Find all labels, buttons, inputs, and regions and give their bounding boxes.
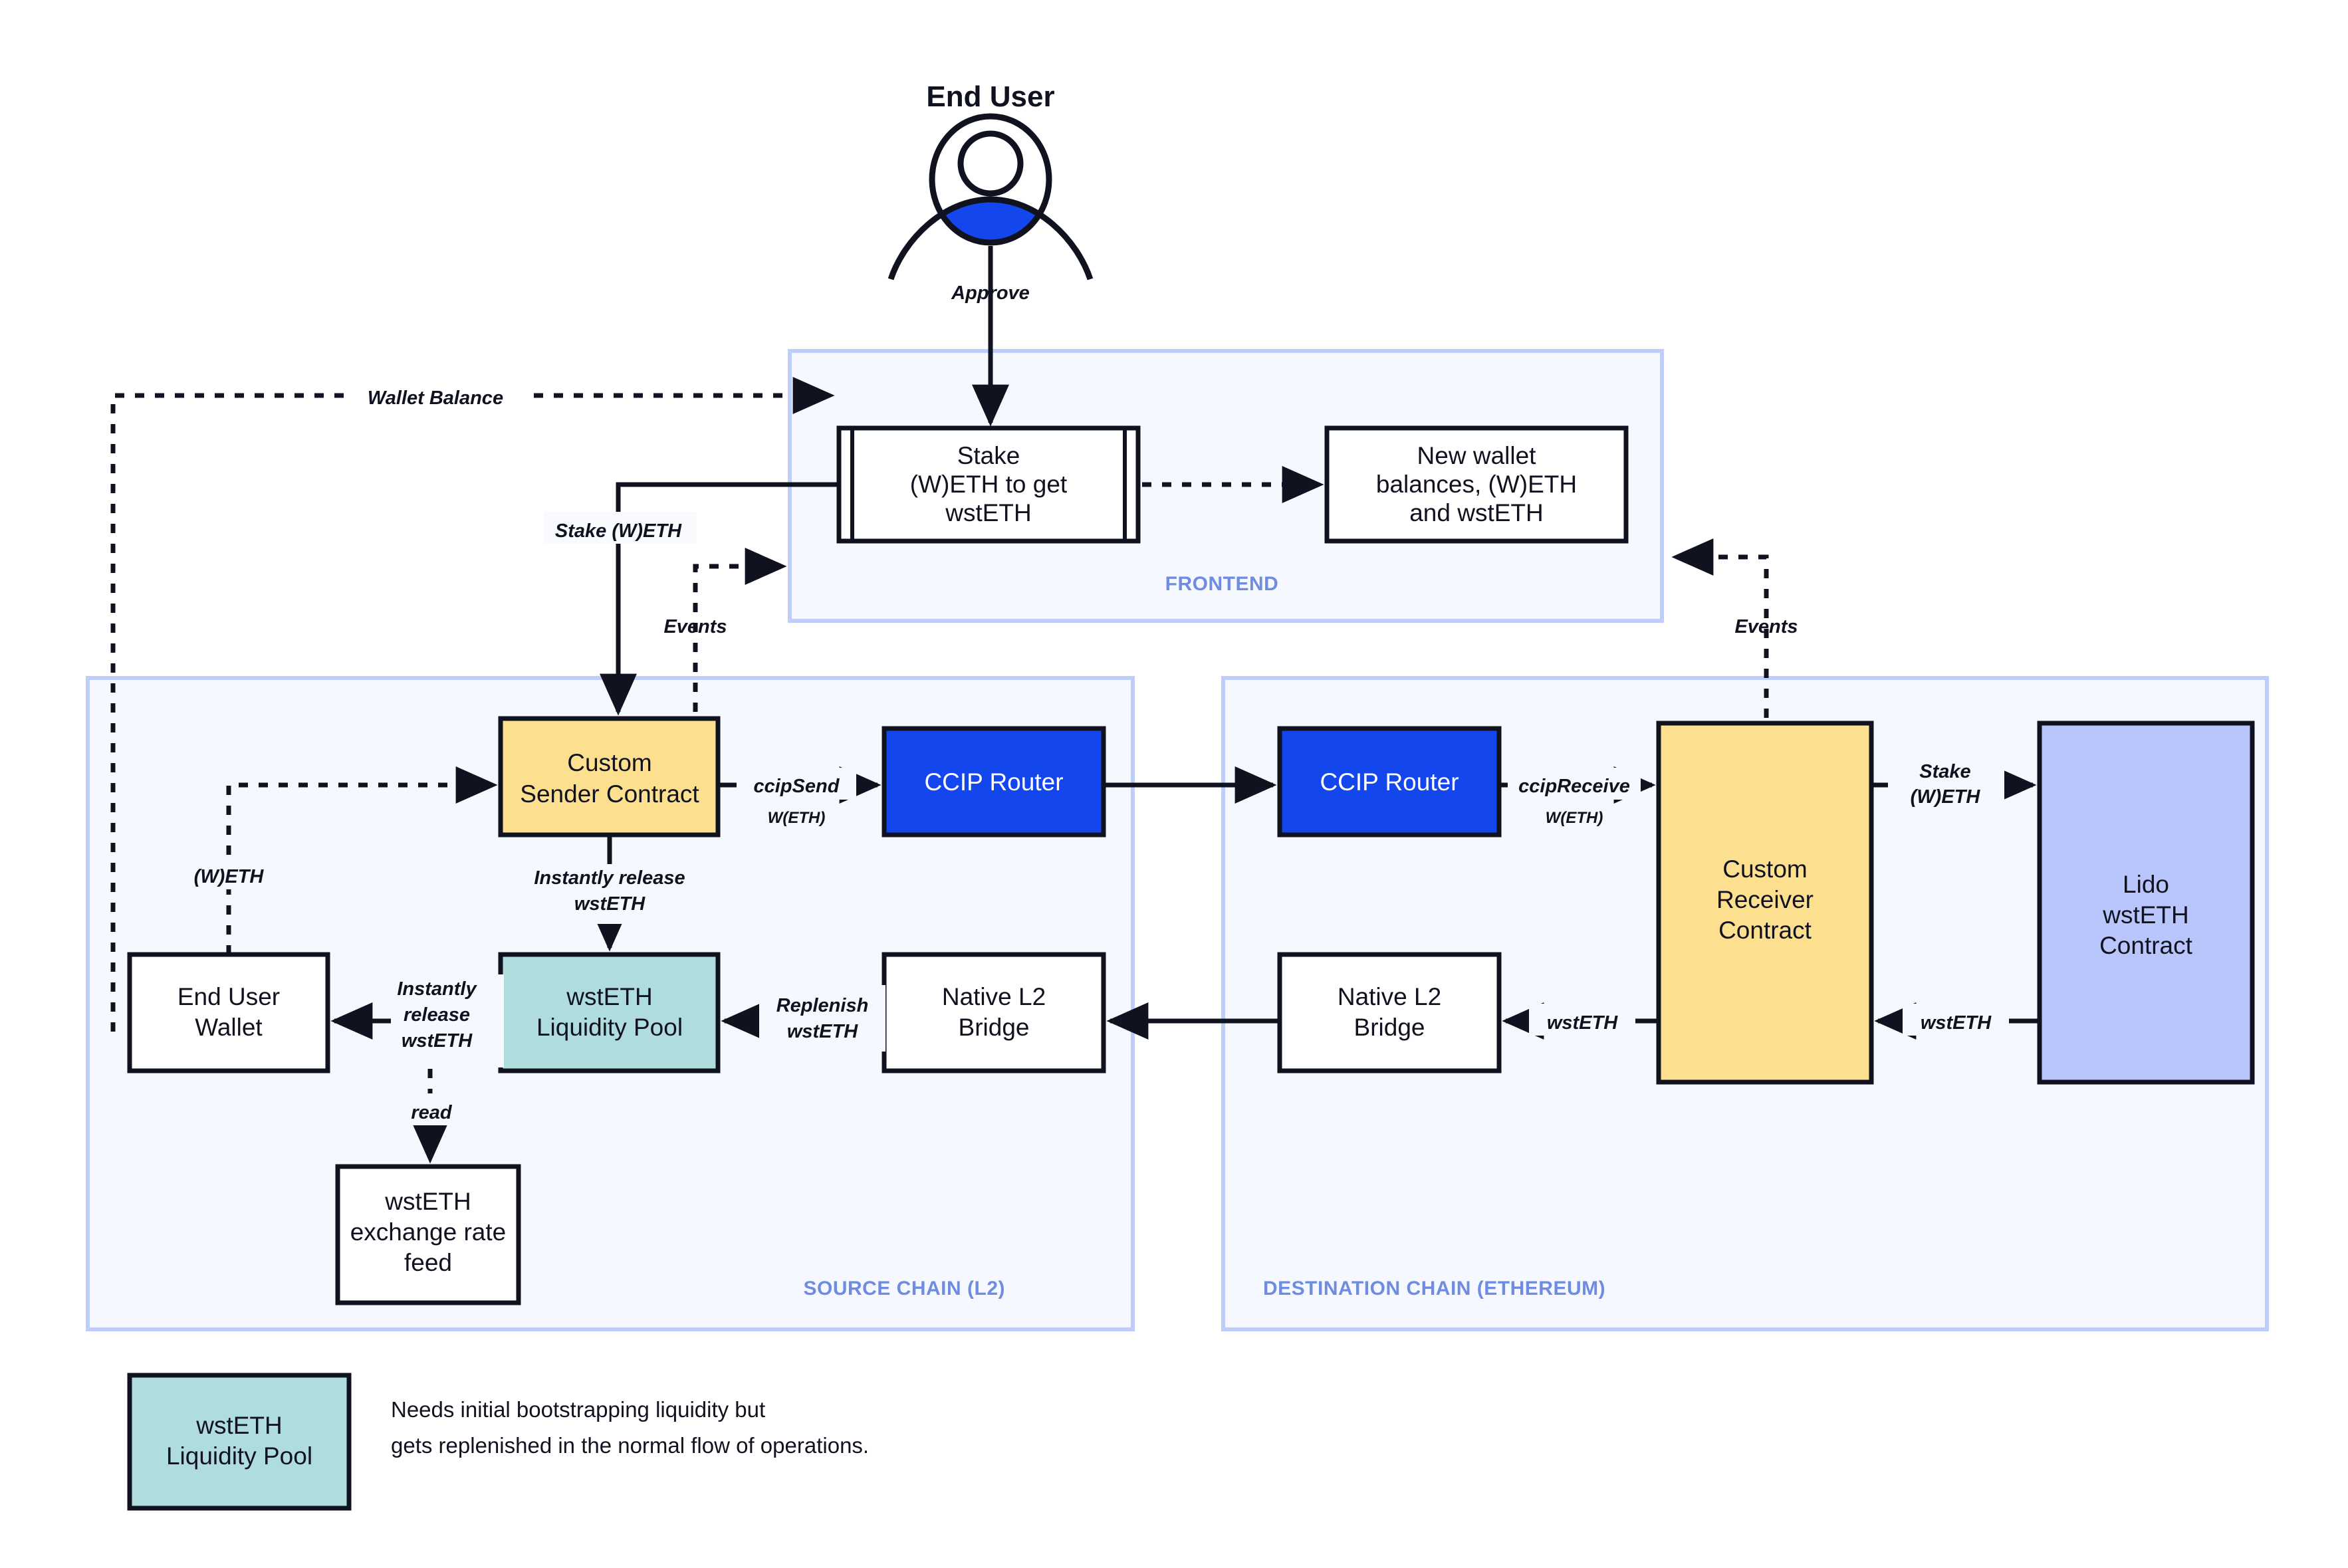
edge-events-right: Events xyxy=(1671,538,1798,718)
node-label: End User xyxy=(177,983,280,1010)
edge-label-instantly-release-2: wstETH xyxy=(574,893,646,915)
edge-label-instantly-release-wallet-3: wstETH xyxy=(402,1030,473,1052)
node-label: New wallet xyxy=(1417,442,1537,469)
node-label: (W)ETH to get xyxy=(910,471,1068,498)
node-label: Custom xyxy=(1722,855,1807,883)
edge-label-ccip-receive: ccipReceive xyxy=(1518,776,1630,797)
edge-wallet-balance: Wallet Balance xyxy=(110,377,835,1032)
node-lido-wsteth-contract[interactable]: Lido wstETH Contract xyxy=(2037,721,2255,1085)
edge-ccip-receive: ccipReceive W(ETH) xyxy=(1499,766,1656,827)
edge-read-rate-feed: read xyxy=(392,1069,471,1164)
node-label: Stake xyxy=(957,442,1020,469)
edge-label-events-left: Events xyxy=(663,616,727,637)
node-label: and wstETH xyxy=(1409,499,1544,526)
node-label: Custom xyxy=(567,749,651,776)
edge-label-ccip-receive-token: W(ETH) xyxy=(1546,809,1603,827)
panel-label-source-chain: SOURCE CHAIN (L2) xyxy=(803,1278,1005,1299)
legend-note-line-1: Needs initial bootstrapping liquidity bu… xyxy=(391,1397,765,1422)
node-label: exchange rate xyxy=(350,1218,507,1246)
edge-label-stake-dst-2: (W)ETH xyxy=(1911,786,1981,808)
edge-label-weth: (W)ETH xyxy=(194,866,265,887)
edge-instantly-release-pool: Instantly release wstETH xyxy=(532,835,731,952)
edge-label-read: read xyxy=(411,1102,453,1123)
edge-label-replenish-2: wstETH xyxy=(787,1021,858,1042)
node-label: Sender Contract xyxy=(520,780,699,808)
edge-label-events-right: Events xyxy=(1734,616,1798,637)
legend-note-line-2: gets replenished in the normal flow of o… xyxy=(391,1433,869,1458)
edge-ccip-send: ccipSend W(ETH) xyxy=(718,766,881,827)
node-label: Contract xyxy=(1718,917,1812,944)
edge-events-left: Events xyxy=(663,548,787,712)
edge-label-replenish-1: Replenish xyxy=(776,995,869,1016)
node-label: Liquidity Pool xyxy=(536,1014,683,1041)
node-custom-receiver-contract[interactable]: Custom Receiver Contract xyxy=(1656,721,1874,1085)
edge-stake-weth-destination: Stake (W)ETH xyxy=(1871,752,2037,819)
panel-label-frontend: FRONTEND xyxy=(1165,573,1279,595)
legend-swatch-label: Liquidity Pool xyxy=(166,1442,312,1470)
node-new-wallet-balances[interactable]: New wallet balances, (W)ETH and wstETH xyxy=(1324,425,1629,544)
edge-wsteth-lido-to-receiver: wstETH xyxy=(1874,1002,2040,1040)
node-label: Lido xyxy=(2123,871,2169,898)
node-label: CCIP Router xyxy=(1320,768,1459,796)
edge-label-wsteth-dst-a: wstETH xyxy=(1547,1012,1618,1034)
node-label: feed xyxy=(404,1249,452,1276)
node-label: wstETH xyxy=(384,1188,471,1215)
node-label: Wallet xyxy=(195,1014,263,1041)
node-ccip-router-destination[interactable]: CCIP Router xyxy=(1277,726,1502,838)
node-end-user-wallet[interactable]: End User Wallet xyxy=(127,952,330,1073)
node-native-l2-bridge-source[interactable]: Native L2 Bridge xyxy=(881,952,1106,1073)
edge-wsteth-receiver-to-bridge: wstETH xyxy=(1502,1002,1659,1040)
node-native-l2-bridge-destination[interactable]: Native L2 Bridge xyxy=(1277,952,1502,1073)
node-label: wstETH xyxy=(945,499,1032,526)
edge-label-ccip-send-token: W(ETH) xyxy=(768,809,826,827)
edge-label-approve: Approve xyxy=(951,282,1030,304)
node-label: Bridge xyxy=(1354,1014,1425,1041)
edge-stake-weth: Stake (W)ETH xyxy=(544,482,839,716)
edge-weth-wallet-to-sender: (W)ETH xyxy=(166,766,498,954)
edge-label-stake-weth: Stake (W)ETH xyxy=(555,520,682,542)
edge-label-wallet-balance: Wallet Balance xyxy=(368,388,503,409)
edge-label-instantly-release-1: Instantly release xyxy=(534,867,685,889)
edge-label-instantly-release-wallet-2: release xyxy=(404,1004,470,1026)
node-ccip-router-source[interactable]: CCIP Router xyxy=(881,726,1106,838)
node-wsteth-rate-feed[interactable]: wstETH exchange rate feed xyxy=(335,1164,521,1305)
edge-replenish-wsteth: Replenish wstETH xyxy=(721,985,885,1052)
node-label: Native L2 xyxy=(1338,983,1441,1010)
node-label: balances, (W)ETH xyxy=(1376,471,1577,498)
node-label: wstETH xyxy=(2102,901,2189,929)
legend: wstETH Liquidity Pool Needs initial boot… xyxy=(127,1373,869,1511)
node-label: wstETH xyxy=(566,983,653,1010)
edge-label-wsteth-dst-b: wstETH xyxy=(1921,1012,1992,1034)
node-stake-frontend[interactable]: Stake (W)ETH to get wstETH xyxy=(836,425,1141,544)
node-label: Bridge xyxy=(959,1014,1030,1041)
node-custom-sender-contract[interactable]: Custom Sender Contract xyxy=(498,716,721,838)
panel-label-destination-chain: DESTINATION CHAIN (ETHEREUM) xyxy=(1263,1278,1605,1299)
legend-swatch-label: wstETH xyxy=(195,1412,283,1439)
edge-label-ccip-send: ccipSend xyxy=(754,776,840,797)
page-title: End User xyxy=(926,80,1054,113)
edge-label-stake-dst-1: Stake xyxy=(1919,761,1970,782)
edge-approve: Approve xyxy=(951,246,1030,427)
node-label: CCIP Router xyxy=(924,768,1063,796)
edge-label-instantly-release-wallet-1: Instantly xyxy=(397,978,477,1000)
edge-pool-to-wallet: Instantly release wstETH xyxy=(330,974,504,1067)
node-label: Receiver xyxy=(1716,886,1814,913)
node-wsteth-liquidity-pool[interactable]: wstETH Liquidity Pool xyxy=(498,952,721,1073)
node-label: Native L2 xyxy=(942,983,1046,1010)
node-label: Contract xyxy=(2099,932,2193,959)
